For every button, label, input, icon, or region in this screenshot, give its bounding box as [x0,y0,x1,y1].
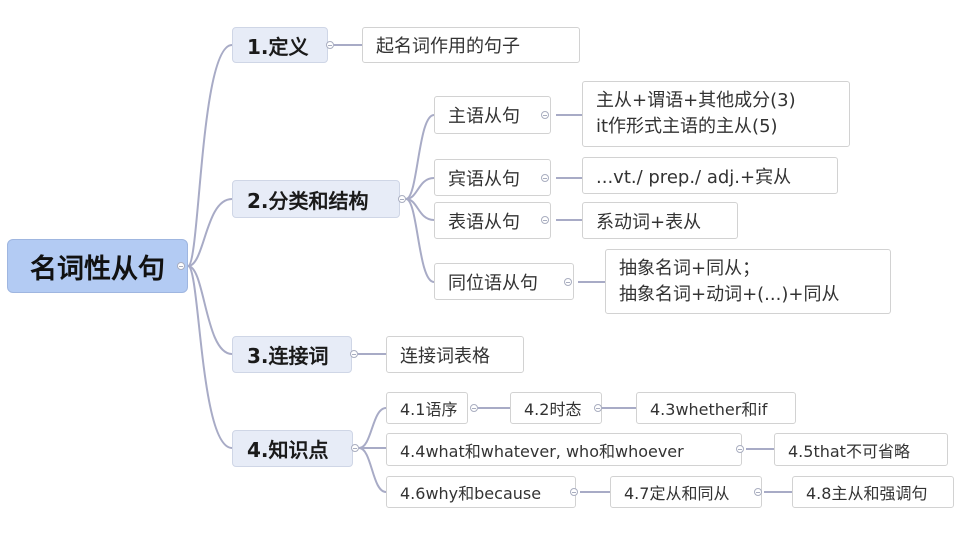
branch-connectives[interactable]: 3.连接词 [232,336,352,373]
leaf-connectives-table[interactable]: 连接词表格 [386,336,524,373]
subnode-label: 宾语从句 [448,168,520,190]
point-label: 4.8主从和强调句 [806,484,928,503]
collapse-toggle-icon[interactable] [541,216,549,224]
point-label: 4.2时态 [524,400,582,419]
point-label: 4.5that不可省略 [788,441,910,461]
collapse-toggle-icon[interactable] [351,444,359,452]
subnode-subject-clause[interactable]: 主语从句 [434,96,551,134]
branch-classification[interactable]: 2.分类和结构 [232,180,400,218]
point-label: 4.3whether和if [650,400,768,419]
leaf-definition[interactable]: 起名词作用的句子 [362,27,580,63]
collapse-toggle-icon[interactable] [564,278,572,286]
point-4-3[interactable]: 4.3whether和if [636,392,796,424]
detail-line: 系动词+表从 [596,211,702,233]
subnode-label: 同位语从句 [448,272,538,294]
collapse-toggle-icon[interactable] [541,111,549,119]
point-4-1[interactable]: 4.1语序 [386,392,468,424]
branch-label: 4.知识点 [247,438,329,462]
collapse-toggle-icon[interactable] [326,41,334,49]
point-label: 4.1语序 [400,400,458,419]
collapse-toggle-icon[interactable] [177,262,185,270]
point-label: 4.4what和whatever, who和whoever [400,441,684,461]
branch-definition[interactable]: 1.定义 [232,27,328,63]
root-label: 名词性从句 [30,253,165,285]
branch-label: 1.定义 [247,34,309,59]
leaf-label: 起名词作用的句子 [376,36,520,57]
collapse-toggle-icon[interactable] [541,174,549,182]
detail-line: 抽象名词+动词+(...)+同从 [619,283,840,305]
collapse-toggle-icon[interactable] [570,488,578,496]
point-4-2[interactable]: 4.2时态 [510,392,602,424]
detail-line: 主从+谓语+其他成分(3) [596,90,796,111]
detail-line: ...vt./ prep./ adj.+宾从 [596,166,792,188]
branch-label: 3.连接词 [247,344,329,368]
collapse-toggle-icon[interactable] [398,195,406,203]
collapse-toggle-icon[interactable] [594,404,602,412]
point-4-5[interactable]: 4.5that不可省略 [774,433,948,466]
point-4-8[interactable]: 4.8主从和强调句 [792,476,954,508]
leaf-label: 连接词表格 [400,345,490,367]
detail-line: it作形式主语的主从(5) [596,116,778,137]
subnode-predicative-clause[interactable]: 表语从句 [434,202,551,239]
point-label: 4.6why和because [400,484,542,503]
detail-line: 抽象名词+同从； [619,257,761,279]
point-4-6[interactable]: 4.6why和because [386,476,576,508]
detail-object-clause[interactable]: ...vt./ prep./ adj.+宾从 [582,157,838,194]
branch-knowledge-points[interactable]: 4.知识点 [232,430,353,467]
subnode-appositive-clause[interactable]: 同位语从句 [434,263,574,300]
detail-predicative-clause[interactable]: 系动词+表从 [582,202,738,239]
subnode-label: 表语从句 [448,211,520,233]
detail-appositive-clause[interactable]: 抽象名词+同从； 抽象名词+动词+(...)+同从 [605,249,891,314]
branch-label: 2.分类和结构 [247,188,369,213]
collapse-toggle-icon[interactable] [470,404,478,412]
collapse-toggle-icon[interactable] [736,445,744,453]
detail-subject-clause[interactable]: 主从+谓语+其他成分(3) it作形式主语的主从(5) [582,81,850,147]
point-4-4[interactable]: 4.4what和whatever, who和whoever [386,433,742,466]
collapse-toggle-icon[interactable] [754,488,762,496]
collapse-toggle-icon[interactable] [350,350,358,358]
subnode-label: 主语从句 [448,106,520,127]
subnode-object-clause[interactable]: 宾语从句 [434,159,551,196]
point-label: 4.7定从和同从 [624,484,730,503]
point-4-7[interactable]: 4.7定从和同从 [610,476,762,508]
root-node[interactable]: 名词性从句 [7,239,188,293]
